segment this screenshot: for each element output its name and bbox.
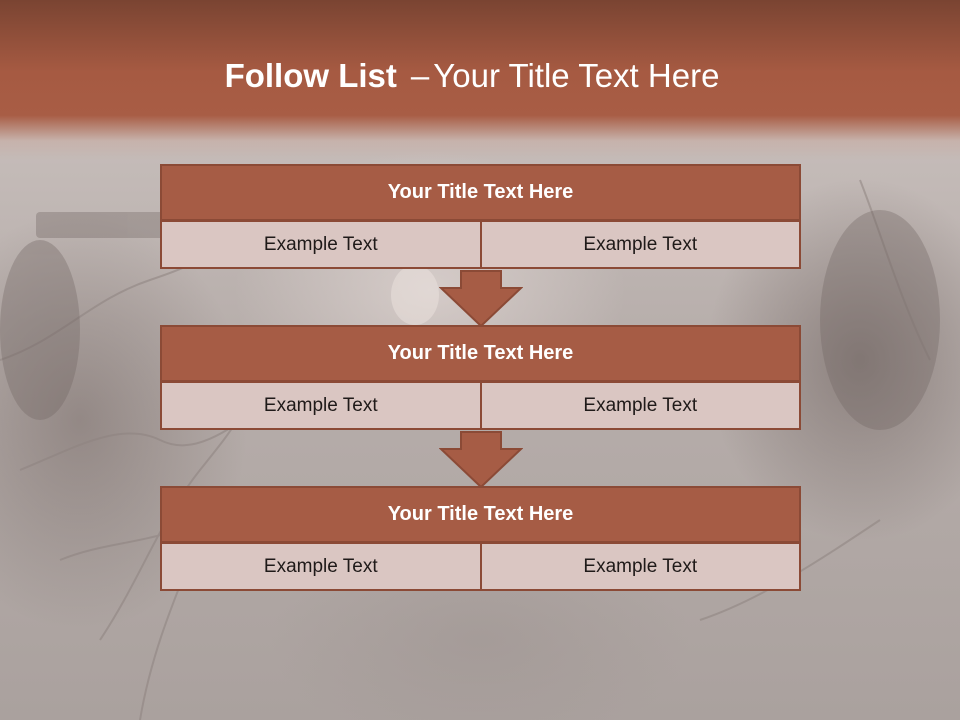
block-title: Your Title Text Here bbox=[160, 164, 801, 221]
slide-title-rest: Your Title Text Here bbox=[433, 57, 720, 94]
block-row: Example Text Example Text bbox=[160, 542, 801, 591]
list-block-2: Your Title Text Here Example Text Exampl… bbox=[160, 325, 801, 430]
block-title: Your Title Text Here bbox=[160, 325, 801, 382]
block-cell-left: Example Text bbox=[160, 220, 482, 269]
slide-title-dash: – bbox=[410, 57, 430, 94]
slide-title-bold: Follow List bbox=[224, 57, 397, 94]
slide-title: Follow List–Your Title Text Here bbox=[0, 56, 944, 96]
down-arrow-icon bbox=[439, 431, 523, 489]
down-arrow-icon bbox=[439, 270, 523, 328]
list-block-3: Your Title Text Here Example Text Exampl… bbox=[160, 486, 801, 591]
block-cell-right: Example Text bbox=[479, 381, 801, 430]
list-block-1: Your Title Text Here Example Text Exampl… bbox=[160, 164, 801, 269]
title-banner bbox=[0, 0, 960, 160]
block-cell-left: Example Text bbox=[160, 381, 482, 430]
block-row: Example Text Example Text bbox=[160, 220, 801, 269]
block-title: Your Title Text Here bbox=[160, 486, 801, 543]
block-cell-right: Example Text bbox=[479, 220, 801, 269]
block-cell-right: Example Text bbox=[479, 542, 801, 591]
block-row: Example Text Example Text bbox=[160, 381, 801, 430]
block-cell-left: Example Text bbox=[160, 542, 482, 591]
